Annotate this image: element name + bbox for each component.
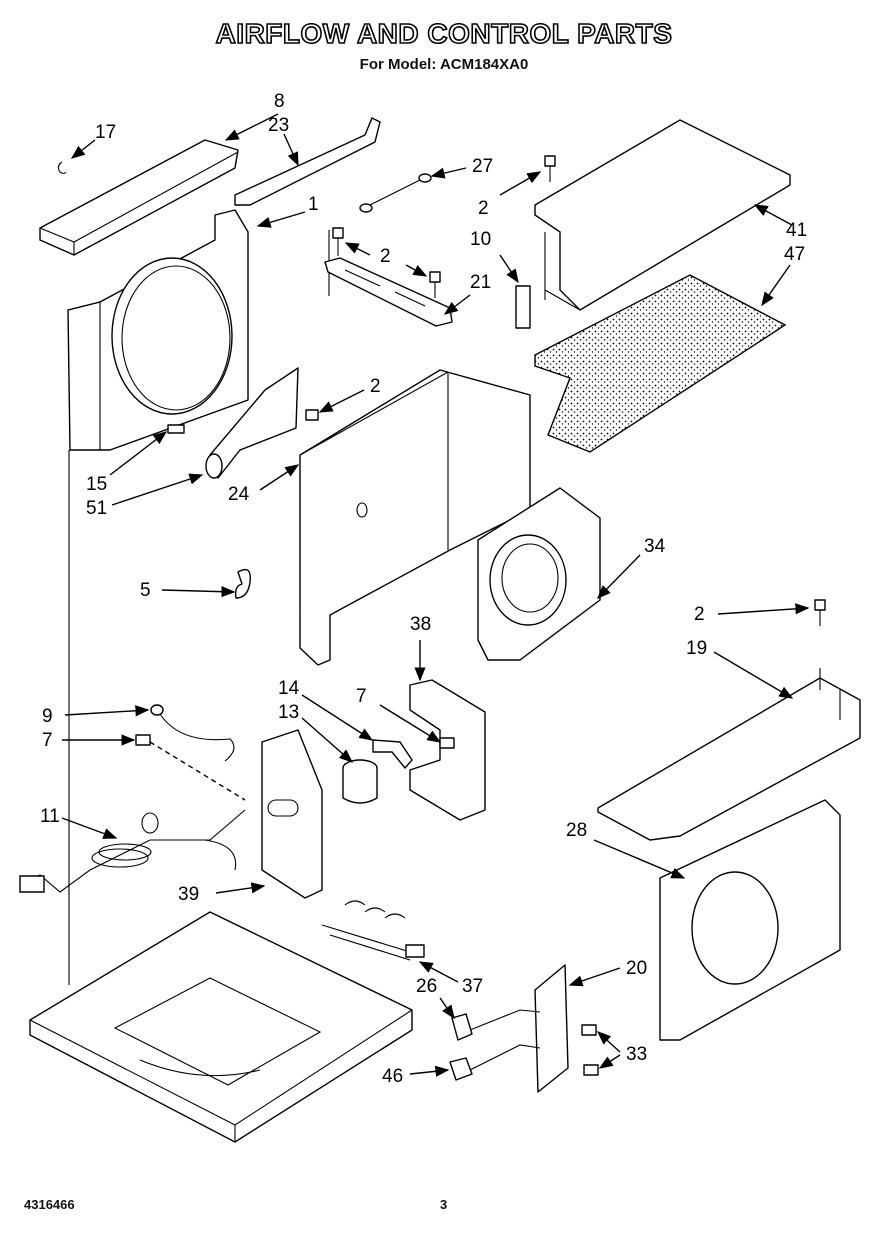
screw-2-a xyxy=(332,227,344,256)
page-title: AIRFLOW AND CONTROL PARTS xyxy=(215,17,673,50)
callout-7: 7 xyxy=(356,686,367,707)
callout-10: 10 xyxy=(470,229,491,250)
callout-27: 27 xyxy=(472,156,493,177)
callout-20: 20 xyxy=(626,958,647,979)
callout-11: 11 xyxy=(40,806,60,827)
part-24-partition xyxy=(299,369,531,666)
callout-1: 1 xyxy=(308,194,319,215)
screw-2-e xyxy=(814,599,826,626)
part-19-panel xyxy=(597,668,861,841)
part-51-deflector xyxy=(167,367,299,479)
callout-15: 15 xyxy=(86,474,107,495)
part-27-tie xyxy=(359,173,432,213)
callout-26: 26 xyxy=(416,976,437,997)
callout-9: 9 xyxy=(42,706,53,727)
callout-2: 2 xyxy=(694,604,705,625)
part-1-fan-shroud xyxy=(67,209,249,451)
callout-14: 14 xyxy=(278,678,300,699)
callout-33: 33 xyxy=(626,1044,647,1065)
part-39-control-panel xyxy=(261,729,323,899)
callout-5: 5 xyxy=(140,580,151,601)
callout-51: 51 xyxy=(86,498,107,519)
part-37-harness xyxy=(321,900,425,961)
callout-labels: 8 23 17 27 2 1 2 10 21 41 47 2 15 51 24 … xyxy=(40,91,807,1087)
callout-2: 2 xyxy=(380,246,391,267)
part-47-filter-mat xyxy=(534,274,787,453)
part-20-plate xyxy=(534,964,569,1093)
part-34-scroll xyxy=(477,487,601,661)
callout-41: 41 xyxy=(786,220,807,241)
part-23-strip xyxy=(234,117,381,206)
part-8-top-rail xyxy=(39,139,239,256)
screw-7-b xyxy=(135,734,151,746)
part-21-bracket xyxy=(324,257,453,327)
base-pan xyxy=(29,911,413,1143)
screw-33-a xyxy=(581,1024,597,1036)
screw-2-c xyxy=(544,155,556,182)
screw-2-d xyxy=(305,409,319,421)
leader-lines xyxy=(61,113,810,1077)
part-13-capacitor xyxy=(342,759,378,804)
part-11-power-cord xyxy=(19,809,246,893)
callout-2: 2 xyxy=(478,198,489,219)
callout-24: 24 xyxy=(228,484,250,505)
callout-19: 19 xyxy=(686,638,707,659)
page-number: 3 xyxy=(440,1197,448,1212)
callout-46: 46 xyxy=(382,1066,403,1087)
callout-39: 39 xyxy=(178,884,199,905)
part-10-pad xyxy=(515,285,531,329)
part-41-top-cover xyxy=(534,119,791,311)
callout-28: 28 xyxy=(566,820,587,841)
part-38-control-bracket xyxy=(409,679,486,821)
part-28-orifice xyxy=(659,799,841,1041)
callout-8: 8 xyxy=(274,91,285,112)
callout-37: 37 xyxy=(462,976,483,997)
callout-2: 2 xyxy=(370,376,381,397)
part-14-strap xyxy=(372,739,413,769)
callout-23: 23 xyxy=(268,115,289,136)
part-46-terminal xyxy=(449,1057,473,1081)
callout-7: 7 xyxy=(42,730,53,751)
model-subtitle: For Model: ACM184XA0 xyxy=(359,56,529,73)
part-5-clip xyxy=(234,568,251,599)
callout-47: 47 xyxy=(784,244,805,265)
callout-17: 17 xyxy=(95,122,116,143)
callout-13: 13 xyxy=(278,702,299,723)
callout-21: 21 xyxy=(470,272,491,293)
callout-38: 38 xyxy=(410,614,431,635)
callout-34: 34 xyxy=(644,536,666,557)
screw-33-b xyxy=(583,1064,599,1076)
screw-7-a xyxy=(439,737,455,749)
part-17-clip xyxy=(57,161,67,175)
document-number: 4316466 xyxy=(24,1197,75,1212)
part-26-terminal xyxy=(451,1013,473,1041)
part-9-sensor xyxy=(150,704,235,762)
screw-2-b xyxy=(429,271,441,298)
